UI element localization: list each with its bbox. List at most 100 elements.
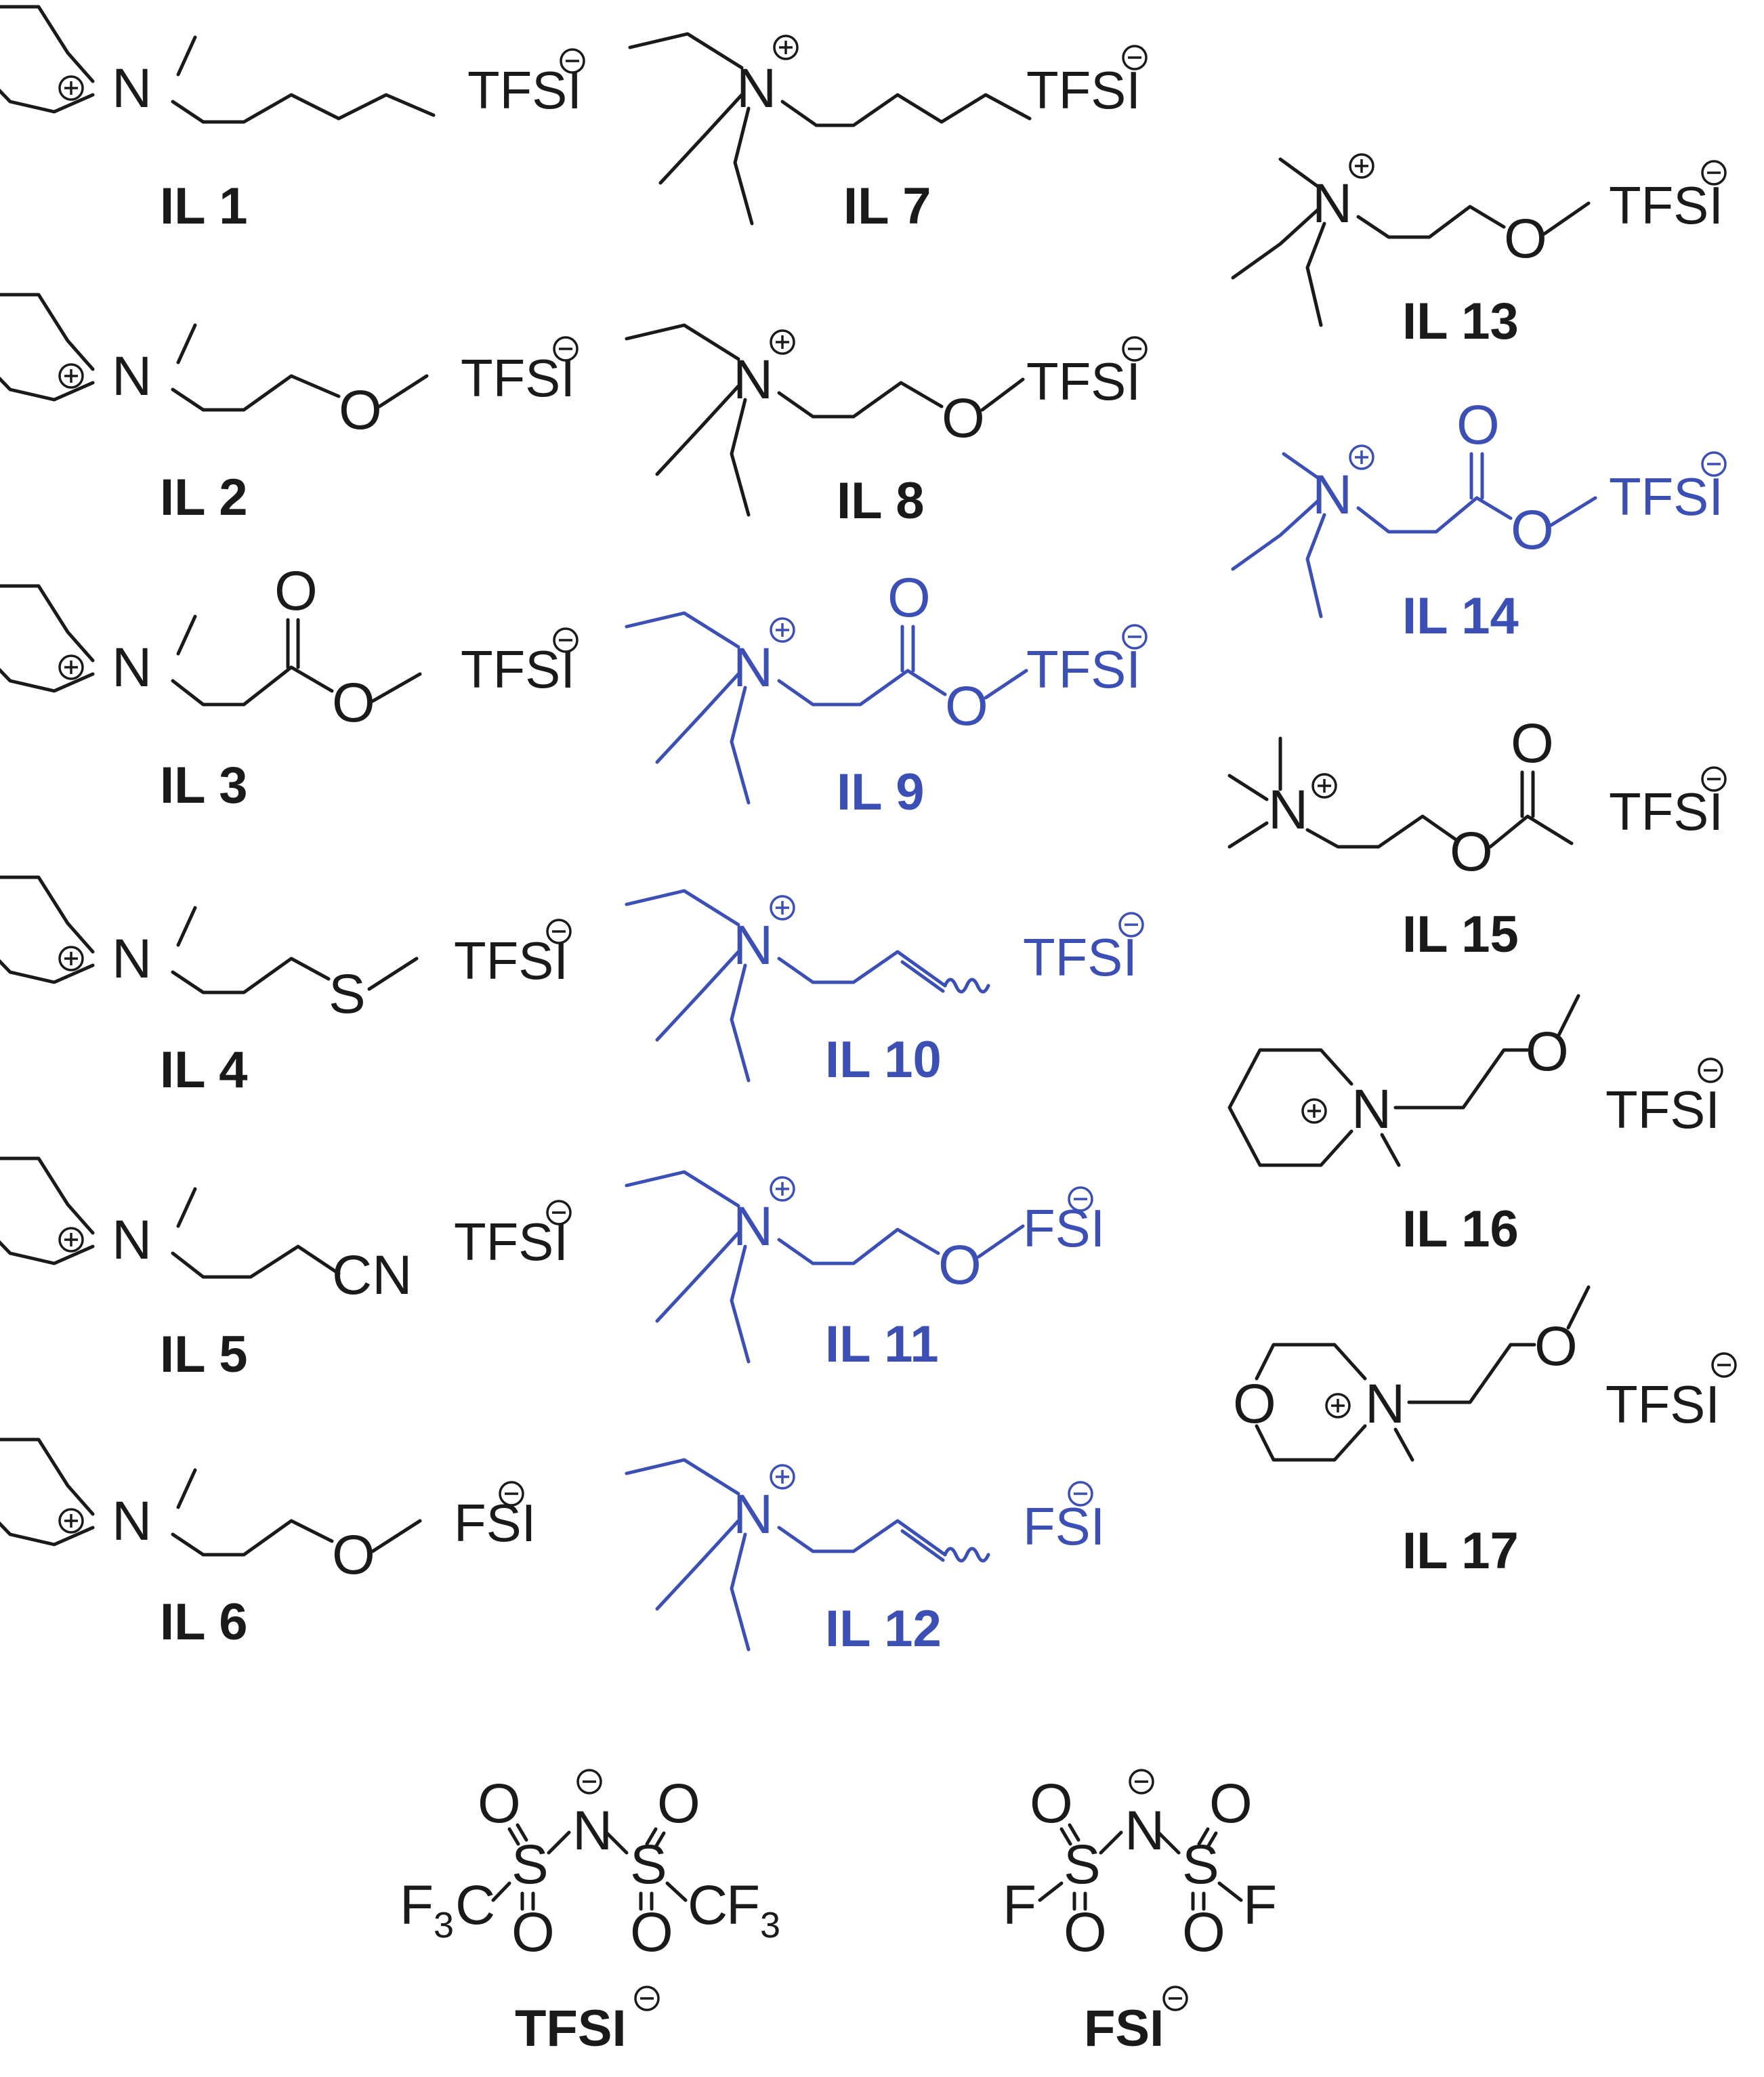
svg-text:C: C <box>688 1874 728 1936</box>
il12-n: N <box>733 1484 773 1545</box>
il11-anion: FSI <box>1023 1198 1105 1258</box>
il10-label: IL 10 <box>825 1031 942 1089</box>
fsi-f1: F <box>1003 1874 1036 1936</box>
il15-ester-o: O <box>1450 821 1493 883</box>
il15-label: IL 15 <box>1402 906 1519 963</box>
fsi-anion-structure: N S S O O O O F F <box>1003 1769 1277 1963</box>
il17-n: N <box>1365 1373 1405 1435</box>
tfsi-o2: O <box>657 1773 700 1834</box>
il2-o: O <box>339 379 382 441</box>
il8-o: O <box>942 387 985 449</box>
il7-label: IL 7 <box>843 177 931 235</box>
il14-structure: N O O TFSI <box>1231 394 1727 618</box>
il10-anion: TFSI <box>1023 927 1137 987</box>
il8-structure: N O TFSI <box>627 325 1148 515</box>
il4-s: S <box>329 963 366 1025</box>
tfsi-cf3-left: F 3 C <box>400 1874 495 1946</box>
il8-anion: TFSI <box>1026 352 1141 411</box>
il13-label: IL 13 <box>1402 293 1519 350</box>
il8-n: N <box>733 349 773 411</box>
svg-text:3: 3 <box>434 1905 454 1946</box>
il12-anion: FSI <box>1023 1496 1105 1556</box>
il3-label: IL 3 <box>160 757 248 814</box>
il16-structure: N O TFSI <box>1227 994 1723 1167</box>
fsi-caption: FSI <box>1084 2000 1164 2057</box>
il13-anion: TFSI <box>1609 175 1723 235</box>
il9-n: N <box>733 637 773 698</box>
il3-n: N <box>112 637 152 698</box>
il6-structure: N O FSI <box>0 1440 536 1586</box>
il9-ester-o: O <box>945 675 988 737</box>
il4-label: IL 4 <box>160 1041 248 1099</box>
il2-label: IL 2 <box>160 469 248 526</box>
il3-ester-o: O <box>332 672 375 734</box>
tfsi-o1: O <box>478 1773 521 1834</box>
il13-n: N <box>1312 173 1352 234</box>
il17-anion: TFSI <box>1605 1375 1720 1434</box>
il17-ring-o: O <box>1233 1373 1276 1435</box>
svg-text:3: 3 <box>760 1905 780 1946</box>
il6-label: IL 6 <box>160 1593 248 1651</box>
il15-carbonyl-o: O <box>1511 713 1554 774</box>
il7-structure: N TFSI <box>630 34 1148 224</box>
il14-carbonyl-o: O <box>1456 394 1500 456</box>
il5-anion: TFSI <box>454 1212 568 1272</box>
il3-structure: N O O TFSI <box>0 560 579 734</box>
il13-structure: N O TFSI <box>1231 153 1727 327</box>
fsi-f2: F <box>1243 1874 1277 1936</box>
il15-structure: N O O TFSI <box>1227 713 1727 883</box>
svg-text:F: F <box>726 1874 760 1936</box>
il4-n: N <box>112 928 152 990</box>
il16-n: N <box>1351 1078 1391 1140</box>
il5-label: IL 5 <box>160 1326 248 1383</box>
tfsi-cf3-right: C F 3 <box>688 1874 780 1946</box>
tfsi-o3: O <box>511 1902 555 1963</box>
il14-ester-o: O <box>1511 499 1554 561</box>
il2-anion: TFSI <box>461 348 575 408</box>
il12-structure: N FSI <box>627 1460 1105 1650</box>
il8-label: IL 8 <box>837 472 925 530</box>
il11-label: IL 11 <box>825 1316 939 1373</box>
il7-n: N <box>736 58 776 119</box>
fsi-o3: O <box>1064 1902 1107 1963</box>
il14-n: N <box>1312 464 1352 526</box>
il2-structure: N O TFSI <box>0 295 579 441</box>
svg-text:F: F <box>400 1874 434 1936</box>
il7-anion: TFSI <box>1026 60 1141 120</box>
il4-structure: N S TFSI <box>0 877 572 1025</box>
tfsi-caption: TFSI <box>515 2000 627 2057</box>
il9-carbonyl-o: O <box>887 567 931 629</box>
il11-n: N <box>733 1196 773 1257</box>
il11-o: O <box>938 1234 982 1296</box>
tfsi-o4: O <box>630 1902 673 1963</box>
fsi-o1: O <box>1030 1773 1073 1834</box>
tfsi-n: N <box>572 1800 612 1862</box>
il10-n: N <box>733 915 773 976</box>
il6-anion: FSI <box>454 1493 536 1553</box>
il3-carbonyl-o: O <box>274 560 318 622</box>
fsi-n: N <box>1125 1800 1164 1862</box>
il15-n: N <box>1268 779 1308 841</box>
il16-label: IL 16 <box>1402 1200 1519 1258</box>
il12-label: IL 12 <box>825 1600 942 1658</box>
fsi-o2: O <box>1209 1773 1253 1834</box>
il17-structure: O N O TFSI <box>1233 1285 1737 1462</box>
il11-structure: N O FSI <box>627 1172 1105 1362</box>
il5-structure: N CN TFSI <box>0 1158 572 1306</box>
il4-anion: TFSI <box>454 931 568 990</box>
tfsi-caption-charge <box>634 1986 660 2011</box>
il6-o: O <box>332 1524 375 1586</box>
il2-n: N <box>112 345 152 407</box>
il13-o: O <box>1504 208 1547 270</box>
il9-label: IL 9 <box>837 763 925 821</box>
il1-n: N <box>112 58 152 119</box>
il17-label: IL 17 <box>1402 1522 1519 1580</box>
tfsi-anion-structure: N S S O O O O F 3 C C F 3 <box>400 1769 780 1963</box>
il14-label: IL 14 <box>1402 587 1519 645</box>
il15-anion: TFSI <box>1609 782 1723 841</box>
fsi-caption-charge <box>1162 1986 1188 2011</box>
il5-n: N <box>112 1209 152 1271</box>
il9-anion: TFSI <box>1026 639 1141 699</box>
il1-label: IL 1 <box>160 177 248 235</box>
